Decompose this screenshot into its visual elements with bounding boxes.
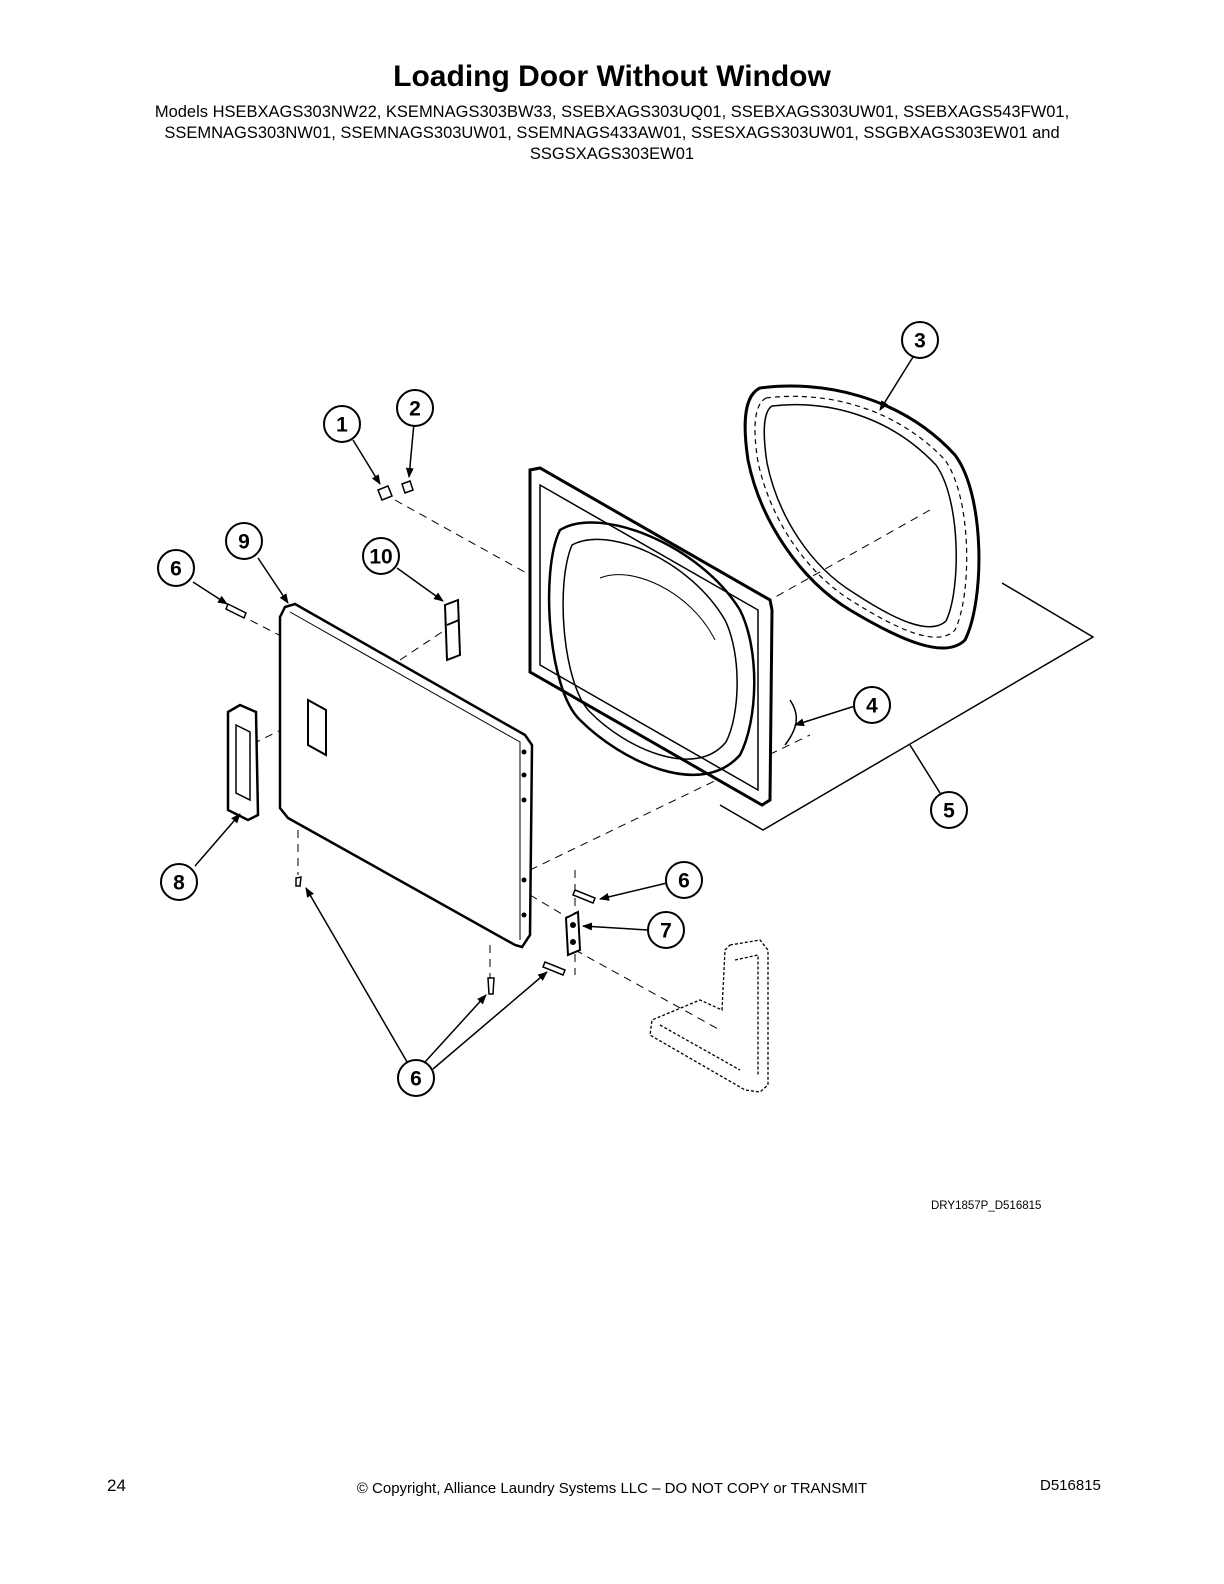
copyright-notice: © Copyright, Alliance Laundry Systems LL… (356, 1480, 868, 1497)
callout-3-label: 3 (914, 330, 926, 353)
callout-6-label: 6 (170, 558, 182, 581)
door-inner-panel (528, 466, 774, 807)
callout-2: 2 (396, 389, 434, 427)
callout-6-right: 6 (665, 861, 703, 899)
callout-1-label: 1 (336, 414, 348, 437)
callout-10-label: 10 (369, 546, 392, 569)
callout-6-bottom: 6 (397, 1059, 435, 1097)
callout-7: 7 (647, 911, 685, 949)
callout-8: 8 (160, 863, 198, 901)
door-strike (443, 598, 462, 662)
document-number: D516815 (1040, 1477, 1101, 1494)
cabinet-reference-lines (719, 582, 1095, 831)
callout-4: 4 (853, 686, 891, 724)
callout-7-label: 7 (660, 920, 672, 943)
callout-5: 5 (930, 791, 968, 829)
callout-6-label: 6 (410, 1068, 422, 1091)
callout-2-label: 2 (409, 398, 421, 421)
callout-10: 10 (362, 537, 400, 575)
screws (225, 602, 596, 995)
callout-6-top-left: 6 (157, 549, 195, 587)
models-line-3: SSGSXAGS303EW01 (529, 145, 695, 163)
drawing-code: DRY1857P_D516815 (931, 1200, 1042, 1212)
callout-6-label: 6 (678, 870, 690, 893)
callout-9-label: 9 (238, 531, 250, 554)
door-hinge (564, 910, 582, 957)
models-line-2: SSEMNAGS303NW01, SSEMNAGS303UW01, SSEMNA… (164, 124, 1060, 142)
door-handle (226, 703, 260, 822)
cabinet-corner (649, 939, 769, 1093)
callout-3: 3 (901, 321, 939, 359)
callout-9: 9 (225, 522, 263, 560)
models-list: Models HSEBXAGS303NW22, KSEMNAGS303BW33,… (100, 102, 1124, 165)
clip-parts (377, 480, 414, 501)
callout-5-label: 5 (943, 800, 955, 823)
loading-door (278, 602, 534, 949)
callout-1: 1 (323, 405, 361, 443)
door-gasket (743, 384, 981, 650)
page-title: Loading Door Without Window (393, 60, 831, 93)
models-line-1: Models HSEBXAGS303NW22, KSEMNAGS303BW33,… (154, 103, 1070, 121)
callout-4-label: 4 (866, 695, 878, 718)
callout-8-label: 8 (173, 872, 185, 895)
page-number: 24 (107, 1476, 126, 1495)
callout-leaders (192, 356, 941, 1070)
